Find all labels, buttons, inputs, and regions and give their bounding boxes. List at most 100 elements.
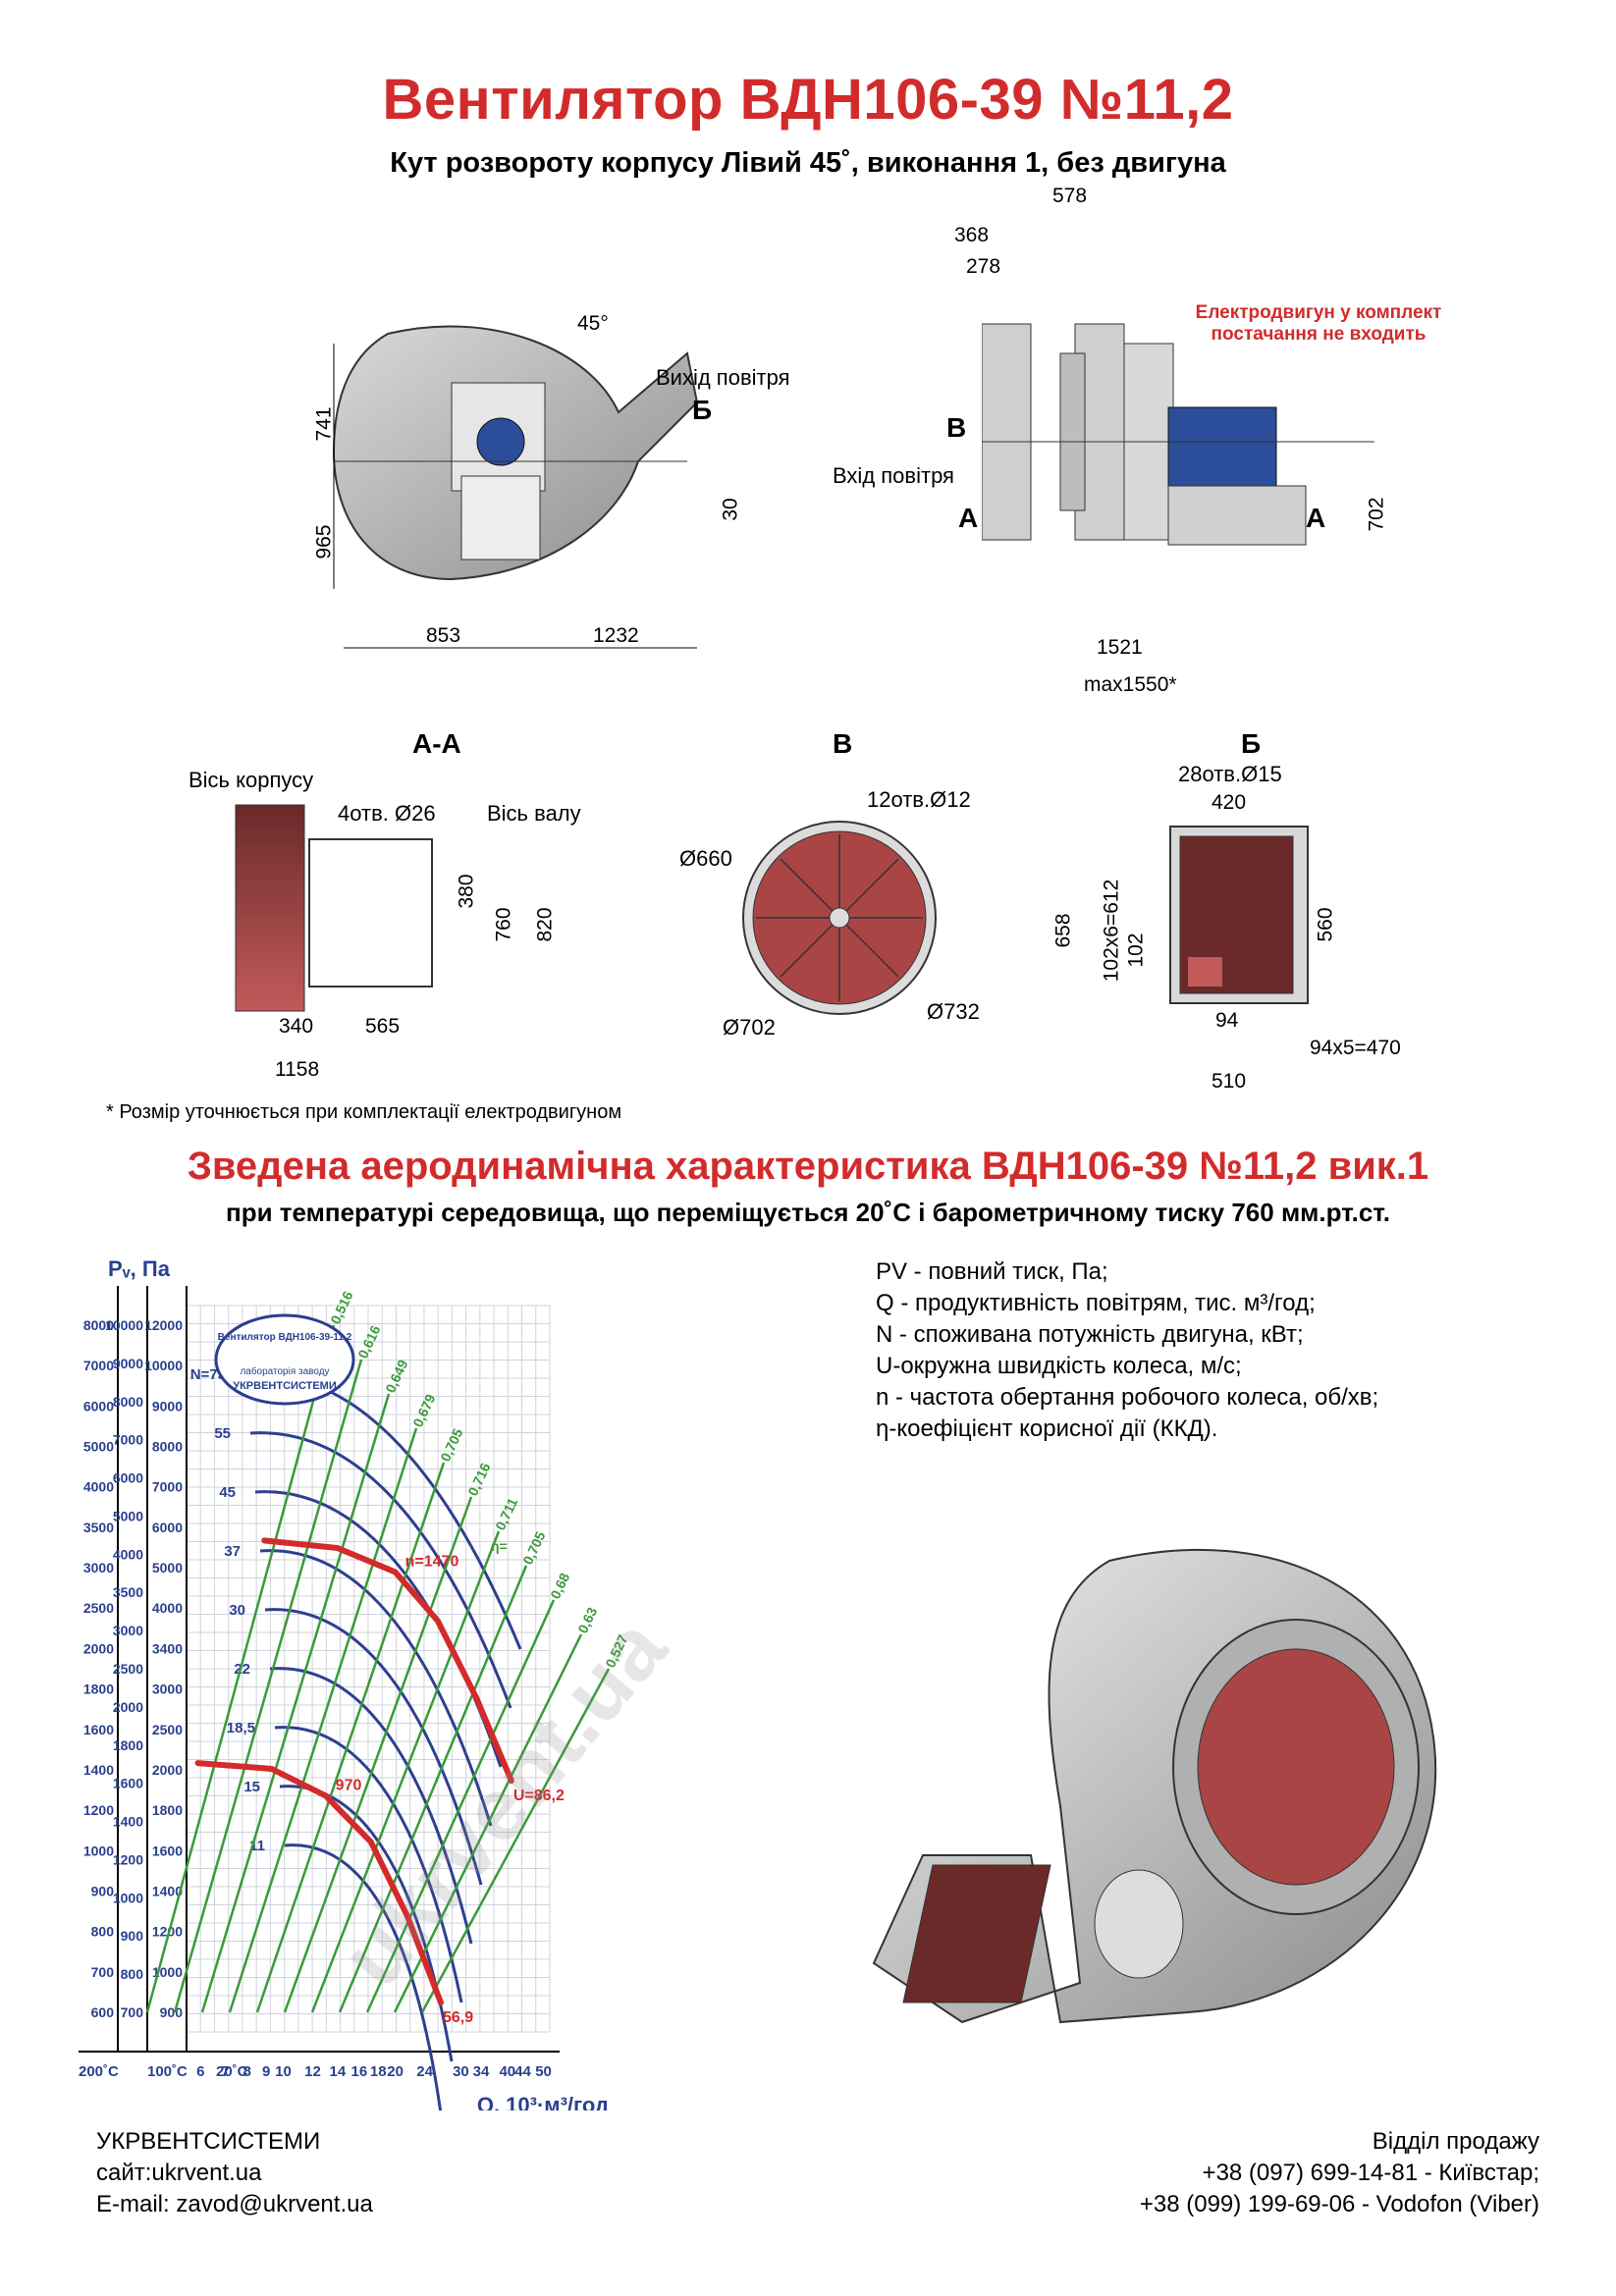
dim-760: 760 — [492, 907, 515, 942]
efficiency-label: 0,679 — [409, 1392, 438, 1430]
company-email[interactable]: E-mail: zavod@ukrvent.ua — [96, 2191, 373, 2217]
y-tick-label: 8000 — [113, 1394, 143, 1410]
y-tick-label: 9000 — [113, 1356, 143, 1371]
dim-820: 820 — [533, 907, 557, 942]
y-tick-label: 10000 — [105, 1317, 143, 1333]
page-title: Вентилятор ВДН106-39 №11,2 — [382, 68, 1234, 132]
fan-3d-illustration — [872, 1548, 1437, 2024]
aero-subtitle: при температурі середовища, що переміщує… — [226, 1198, 1390, 1227]
x-temp-label: 20˚С — [216, 2063, 248, 2080]
power-curve-label: 45 — [219, 1484, 236, 1501]
speed-curve-label: 970 — [336, 1777, 362, 1793]
efficiency-line — [310, 1530, 501, 2013]
y-tick-label: 4000 — [83, 1479, 114, 1495]
front-view-dims — [333, 344, 697, 649]
legend-item: PV - повний тиск, Па; — [876, 1258, 1108, 1285]
phone-vodafone[interactable]: +38 (099) 199-69-06 - Vodofon (Viber) — [1139, 2191, 1539, 2217]
diam-660: Ø660 — [679, 846, 732, 871]
sales-label: Відділ продажу — [1372, 2128, 1539, 2155]
y-tick-label: 7000 — [113, 1432, 143, 1448]
power-curve-label: 37 — [224, 1543, 241, 1560]
y-tick-label: 5000 — [113, 1508, 143, 1523]
dim-340: 340 — [279, 1015, 314, 1038]
y-tick-label: 6000 — [83, 1398, 114, 1414]
y-tick-label: 600 — [91, 2004, 115, 2020]
y-tick-label: 700 — [91, 1964, 115, 1980]
mark-v: В — [946, 412, 967, 443]
speed-curve-label: n=1470 — [405, 1553, 459, 1570]
y-tick-label: 3000 — [113, 1623, 143, 1638]
y-tick-label: 3000 — [83, 1560, 114, 1575]
y-tick-label: 7000 — [152, 1479, 183, 1495]
x-tick-label: 8 — [243, 2063, 251, 2080]
y-tick-label: 2500 — [152, 1722, 183, 1737]
dim-741: 741 — [312, 406, 336, 442]
angle-45: 45° — [577, 312, 609, 335]
legend-item: n - частота обертання робочого колеса, о… — [876, 1384, 1379, 1411]
efficiency-label: 0,711 — [492, 1495, 520, 1532]
y-tick-label: 2500 — [113, 1661, 143, 1677]
y-tick-label: 5000 — [152, 1560, 183, 1575]
section-aa-title: А-А — [412, 728, 461, 759]
body-axis-label: Вісь корпусу — [189, 768, 314, 792]
y-tick-label: 3500 — [83, 1520, 114, 1535]
efficiency-line — [255, 1462, 446, 2013]
y-tick-label: 3400 — [152, 1640, 183, 1656]
x-tick-label: 7 — [222, 2063, 230, 2080]
dim-853: 853 — [426, 624, 461, 647]
company-site[interactable]: сайт:ukrvent.ua — [96, 2160, 262, 2186]
section-v-title: В — [833, 728, 853, 759]
x-temp-label: 200˚С — [79, 2063, 119, 2080]
aero-chart: 8000700060005000400035003000250020001800… — [79, 1256, 685, 2110]
footer-left: УКРВЕНТСИСТЕМИ сайт:ukrvent.ua E-mail: z… — [96, 2126, 373, 2220]
dim-1521: 1521 — [1097, 636, 1143, 659]
dim-510: 510 — [1212, 1070, 1247, 1093]
section-v-drawing — [742, 821, 937, 1015]
efficiency-label: 0,649 — [382, 1358, 410, 1396]
efficiency-line — [145, 1324, 336, 2013]
y-tick-label: 900 — [91, 1883, 115, 1898]
power-curve — [274, 1726, 463, 2003]
x-tick-label: 34 — [473, 2063, 490, 2080]
y-tick-label: 1000 — [113, 1890, 143, 1905]
dim-102: 102 — [1124, 933, 1148, 968]
dim-278: 278 — [966, 255, 1001, 278]
y-tick-label: 2000 — [83, 1640, 114, 1656]
y-tick-label: 1200 — [113, 1851, 143, 1867]
efficiency-line — [283, 1496, 473, 2013]
power-curve-label: 55 — [214, 1425, 231, 1442]
dim-1158: 1158 — [275, 1058, 320, 1081]
legend-item: N - споживана потужність двигуна, кВт; — [876, 1321, 1304, 1348]
y-tick-label: 800 — [121, 1966, 144, 1982]
efficiency-line — [420, 1668, 611, 2013]
y-tick-label: 6000 — [113, 1470, 143, 1486]
y-tick-label: 1200 — [152, 1924, 183, 1940]
y-tick-label: 6000 — [152, 1520, 183, 1535]
y-tick-label: 1400 — [152, 1883, 183, 1898]
dim-max1550: max1550* — [1084, 673, 1177, 696]
efficiency-label: 0,705 — [519, 1529, 548, 1568]
y-tick-label: 2000 — [113, 1699, 143, 1715]
x-tick-label: 40 — [499, 2063, 515, 2080]
lab-badge — [214, 1313, 355, 1406]
dim-94: 94 — [1215, 1009, 1239, 1032]
legend-item: U-окружна швидкість колеса, м/с; — [876, 1353, 1242, 1379]
outlet-label: Вихід повітря — [656, 365, 790, 390]
y-tick-label: 3000 — [152, 1682, 183, 1697]
lab-badge-text-bottom: УКРВЕНТСИСТЕМИ — [233, 1380, 337, 1392]
y-tick-label: 900 — [160, 2004, 184, 2020]
phone-kyivstar[interactable]: +38 (097) 699-14-81 - Київстар; — [1202, 2160, 1539, 2186]
efficiency-line — [173, 1359, 363, 2013]
x-tick-label: 9 — [262, 2063, 270, 2080]
aero-title: Зведена аеродинамічна характеристика ВДН… — [187, 1145, 1429, 1188]
efficiency-line — [200, 1393, 391, 2013]
efficiency-line — [228, 1427, 418, 2013]
x-tick-label: 50 — [535, 2063, 552, 2080]
y-axis-label: Pᵥ, Па — [108, 1256, 171, 1281]
dim-702: 702 — [1365, 497, 1388, 532]
efficiency-line — [338, 1565, 528, 2013]
legend: PV - повний тиск, Па; Q - продуктивність… — [876, 1256, 1378, 1445]
dim-420: 420 — [1212, 791, 1247, 814]
legend-item: η-коефіцієнт корисної дії (ККД). — [876, 1415, 1218, 1442]
dim-965: 965 — [312, 524, 336, 560]
